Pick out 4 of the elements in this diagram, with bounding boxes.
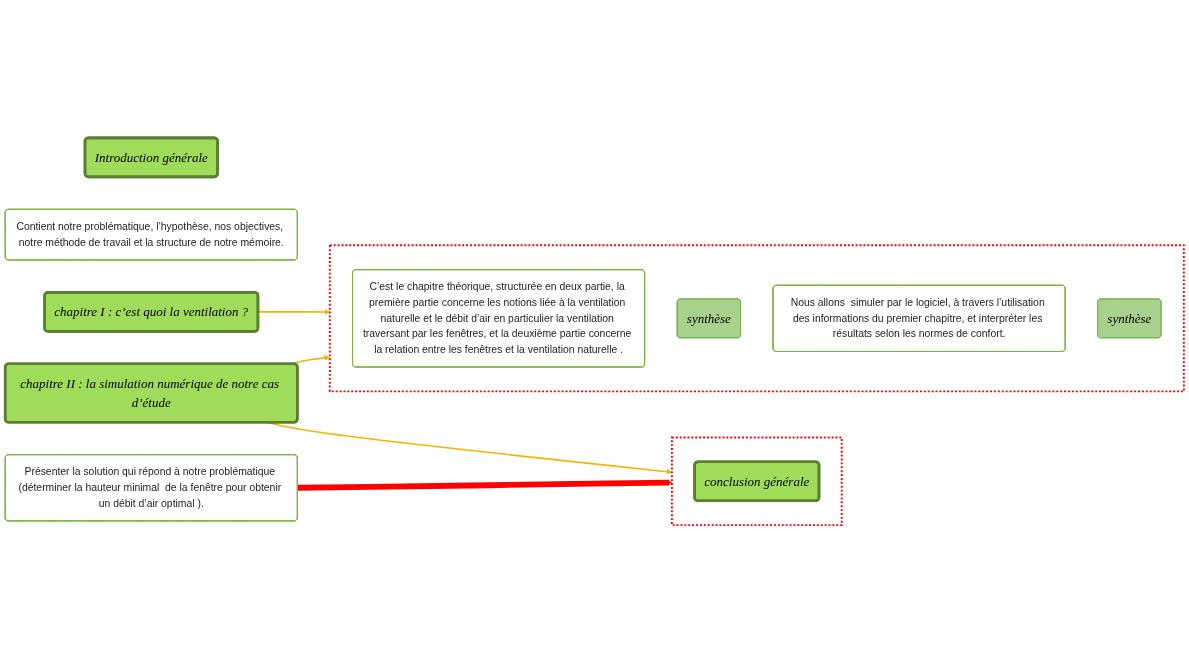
arrow xyxy=(297,479,673,491)
cluster xyxy=(670,436,843,527)
arrow xyxy=(257,309,331,315)
cluster xyxy=(328,244,1185,393)
